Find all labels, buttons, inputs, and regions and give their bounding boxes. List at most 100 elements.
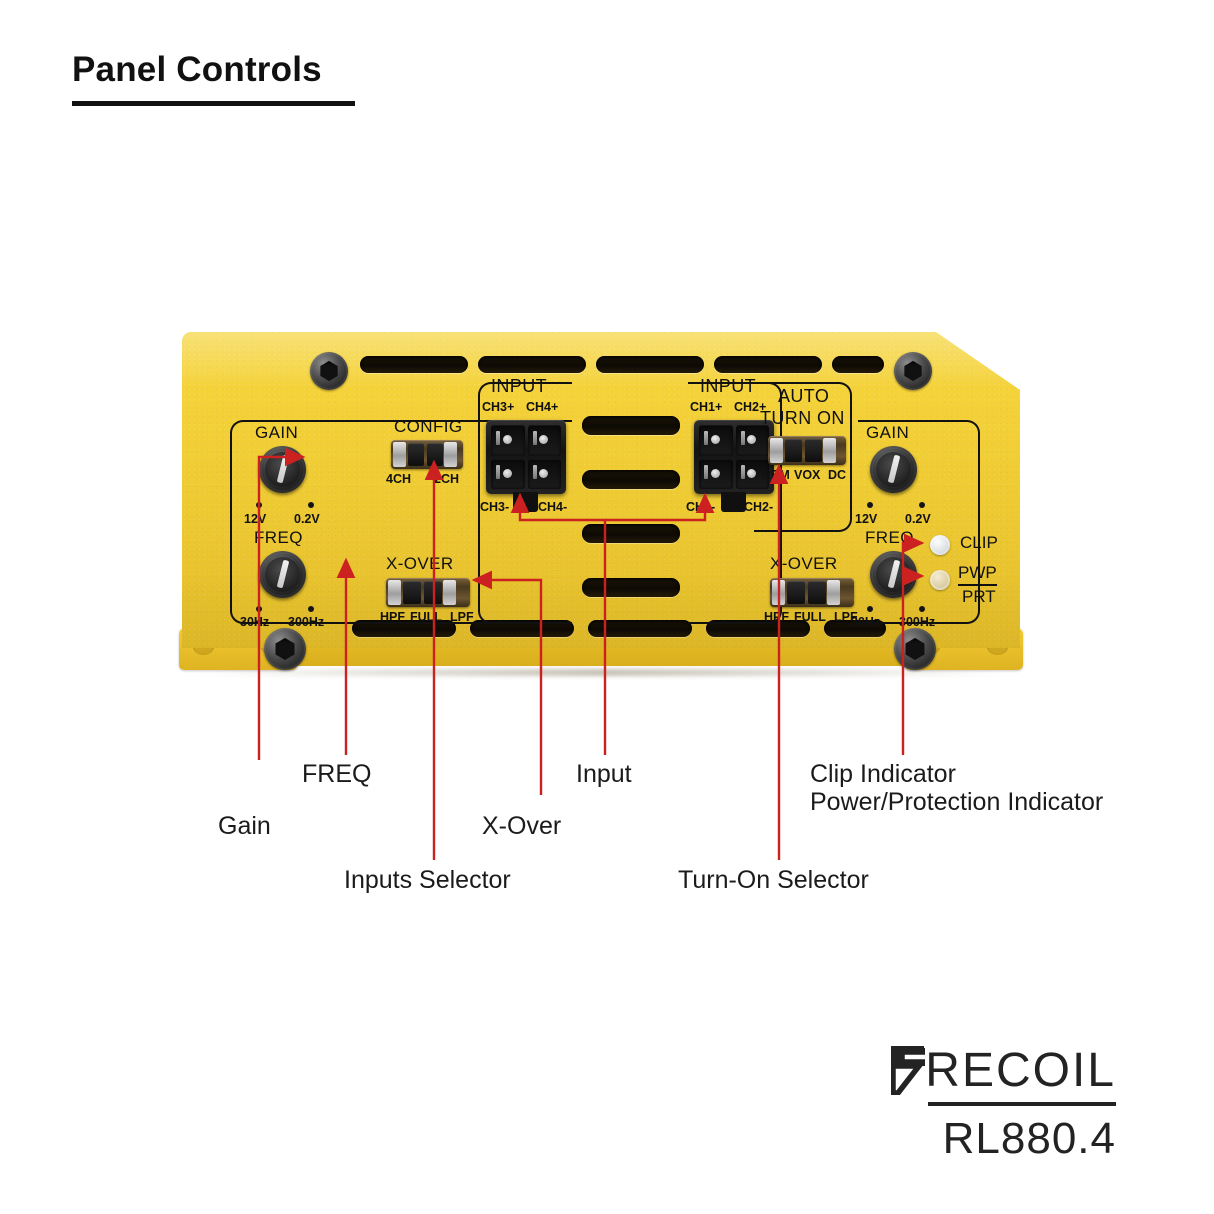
dip-toggle[interactable] (804, 439, 822, 462)
vent-slot (582, 578, 680, 597)
callout-label-inputs-selector: Inputs Selector (344, 866, 511, 894)
right-xover-switch[interactable] (770, 578, 854, 607)
right-gain-min-label: 12V (855, 512, 878, 526)
dip-toggle[interactable] (807, 581, 826, 604)
dip-toggle[interactable] (402, 581, 421, 604)
right-freq-min-dot (867, 606, 873, 612)
dip-end-icon (772, 580, 785, 605)
right-gain-max-dot (919, 502, 925, 508)
left-input-ch4p: CH4+ (526, 400, 559, 414)
hex-screw-icon (894, 352, 932, 390)
dip-end-icon (388, 580, 401, 605)
config-title: CONFIG (394, 417, 463, 436)
brand-model: RL880.4 (942, 1114, 1116, 1163)
hex-screw-icon (264, 628, 306, 670)
left-input-ch3p: CH3+ (482, 400, 515, 414)
config-option-2ch: 2CH (434, 472, 460, 486)
callout-label-freq: FREQ (302, 760, 372, 788)
left-gain-min-dot (256, 502, 262, 508)
left-xover-hpf: HPF (380, 610, 405, 624)
vent-slot (352, 620, 456, 637)
dip-end-icon (444, 442, 457, 467)
left-input-ch4m: CH4- (538, 500, 568, 514)
right-gain-title: GAIN (866, 423, 910, 442)
auto-turn-on-title-2: TURN ON (760, 408, 845, 428)
config-option-4ch: 4CH (386, 472, 412, 486)
vent-slot (360, 356, 468, 373)
dip-toggle[interactable] (786, 581, 805, 604)
dip-end-icon (393, 442, 406, 467)
dip-end-icon (770, 438, 783, 463)
right-xover-lpf: LPF (834, 610, 858, 624)
right-xover-title: X-OVER (770, 554, 838, 573)
recoil-r-logo-icon (891, 1046, 926, 1095)
callout-label-power-indicator: Power/Protection Indicator (810, 788, 1104, 816)
auto-turn-on-vox: VOX (794, 468, 821, 482)
dip-end-icon (823, 438, 836, 463)
right-gain-max-label: 0.2V (905, 512, 931, 526)
callout-label-turn-on-selector: Turn-On Selector (678, 866, 869, 894)
input-terminal[interactable] (735, 458, 769, 489)
left-freq-min-dot (256, 606, 262, 612)
input-terminal[interactable] (699, 425, 733, 456)
input-terminal[interactable] (699, 458, 733, 489)
right-freq-min-label: 30Hz (851, 615, 881, 629)
right-input-ch1p: CH1+ (690, 400, 723, 414)
dip-end-icon (443, 580, 456, 605)
auto-turn-on-switch[interactable] (768, 436, 846, 465)
input-terminal[interactable] (491, 425, 525, 456)
left-freq-title: FREQ (254, 528, 303, 547)
right-freq-knob[interactable] (870, 551, 917, 598)
right-input-connector[interactable] (694, 420, 774, 494)
hex-screw-icon (310, 352, 348, 390)
right-input-ch2p: CH2+ (734, 400, 767, 414)
right-gain-knob[interactable] (870, 446, 917, 493)
left-xover-lpf: LPF (450, 610, 474, 624)
left-gain-min-label: 12V (244, 512, 267, 526)
left-freq-max-label: 300Hz (288, 615, 325, 629)
left-input-connector[interactable] (486, 420, 566, 494)
right-input-group (688, 382, 782, 624)
input-terminal[interactable] (527, 425, 561, 456)
power-led-label-bottom: PRT (962, 587, 996, 606)
callout-label-clip-indicator: Clip Indicator (810, 760, 956, 788)
right-freq-max-label: 300Hz (899, 615, 936, 629)
callout-label-gain: Gain (218, 812, 271, 840)
auto-turn-on-group (754, 382, 852, 532)
clip-led-label: CLIP (960, 533, 998, 552)
callout-label-xover: X-Over (482, 812, 562, 840)
config-switch[interactable] (391, 440, 463, 469)
vent-slot (596, 356, 704, 373)
brand-name: RECOIL (925, 1044, 1116, 1097)
brand-rule (928, 1102, 1116, 1106)
left-input-title: INPUT (491, 376, 547, 396)
dip-toggle[interactable] (784, 439, 802, 462)
vent-slot (588, 620, 692, 637)
title-underline (72, 101, 355, 106)
amplifier-panel: GAIN 12V 0.2V FREQ 30Hz 300Hz CONFIG 4CH… (179, 332, 1023, 680)
vent-slot (824, 620, 886, 637)
left-freq-min-label: 30Hz (240, 615, 270, 629)
auto-turn-on-title-1: AUTO (778, 386, 830, 406)
dip-toggle[interactable] (423, 581, 442, 604)
dip-toggle[interactable] (426, 443, 443, 466)
dip-toggle[interactable] (407, 443, 424, 466)
right-freq-title: FREQ (865, 528, 914, 547)
auto-turn-on-dc: DC (828, 468, 847, 482)
power-led-label-top: PWP (958, 563, 997, 586)
input-terminal[interactable] (491, 458, 525, 489)
vent-slot (706, 620, 810, 637)
input-terminal[interactable] (527, 458, 561, 489)
right-input-ch2m: CH2- (744, 500, 774, 514)
left-gain-knob[interactable] (259, 446, 306, 493)
left-xover-switch[interactable] (386, 578, 470, 607)
right-gain-min-dot (867, 502, 873, 508)
left-freq-knob[interactable] (259, 551, 306, 598)
dip-end-icon (827, 580, 840, 605)
chassis-shadow (204, 669, 998, 676)
right-xover-full: FULL (794, 610, 826, 624)
right-xover-hpf: HPF (764, 610, 789, 624)
callout-label-input: Input (576, 760, 632, 788)
auto-turn-on-rem: REM (762, 468, 790, 482)
input-terminal[interactable] (735, 425, 769, 456)
